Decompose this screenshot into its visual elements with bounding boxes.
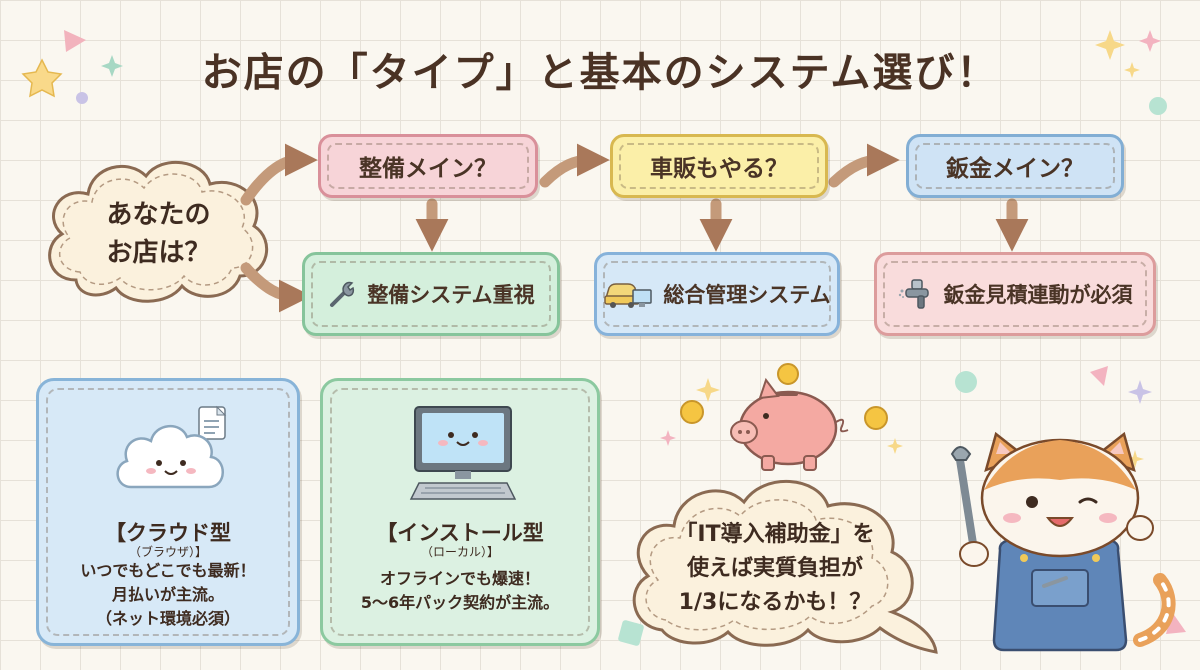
start-question: あなたの お店は？	[86, 196, 231, 272]
cloud-type-heading: 【クラウド型	[105, 521, 231, 545]
sparkle-icon	[1139, 30, 1161, 52]
cloud-line-1: いつでもどこでも最新！	[80, 561, 256, 580]
install-type-heading: 【インストール型	[376, 521, 544, 545]
start-cloud-shape	[48, 160, 269, 303]
start-line-2: お店は？	[106, 238, 211, 268]
cloud-line-3: （ネット環境必須）	[95, 609, 240, 628]
result-bodywork-estimate: 鈑金見積連動が必須	[874, 252, 1156, 336]
sparkle-icon	[887, 438, 903, 454]
question-bodywork: 鈑金メイン？	[906, 134, 1124, 198]
spray-gun-icon	[898, 278, 934, 310]
page-title: お店の「タイプ」と基本のシステム選び！	[201, 50, 999, 96]
result-label: 総合管理システム	[663, 283, 831, 307]
question-car-sales: 車販もやる？	[610, 134, 828, 198]
dot-icon	[955, 371, 977, 393]
star-icon	[21, 58, 63, 98]
install-line-2: 5〜6年パック契約が主流。	[360, 593, 560, 612]
arrow-start-to-q1	[240, 143, 318, 206]
smiling-cloud-icon	[116, 405, 227, 489]
question-label: 車販もやる？	[650, 156, 788, 182]
sparkle-icon	[101, 55, 123, 77]
install-line-1: オフラインでも爆速！	[379, 569, 540, 588]
sparkle-icon	[1128, 380, 1152, 404]
piggy-bank-icon	[680, 363, 888, 471]
cloud-type-panel: 【クラウド型 （ブラウザ）】 いつでもどこでも最新！ 月払いが主流。 （ネット環…	[36, 378, 300, 646]
result-label: 鈑金見積連動が必須	[943, 283, 1133, 307]
dot-icon	[76, 92, 88, 104]
result-label: 整備システム重視	[367, 283, 535, 307]
arrow-q2-to-q3	[828, 143, 900, 188]
arrow-start-to-result1	[240, 262, 312, 313]
cloud-type-sub: （ブラウザ）】	[128, 545, 207, 559]
install-type-panel: 【インストール型 （ローカル）】 オフラインでも爆速！ 5〜6年パック契約が主流…	[320, 378, 600, 646]
speech-cloud-shape	[632, 480, 938, 654]
sparkle-icon	[1124, 62, 1140, 78]
smiling-computer-icon	[409, 406, 517, 500]
result-integrated-system: 総合管理システム	[594, 252, 840, 336]
triangle-icon	[1090, 366, 1108, 386]
cat-mechanic-mascot	[950, 431, 1176, 652]
square-icon	[618, 620, 644, 646]
sparkle-icon	[696, 378, 720, 402]
speech-line-3: 1/3になるかも！？	[678, 590, 872, 615]
speech-line-2: 使えば実質負担が	[686, 556, 863, 581]
subsidy-speech: 「IT導入補助金」を 使えば実質負担が 1/3になるかも！？	[650, 518, 900, 620]
question-maintenance: 整備メイン？	[318, 134, 538, 198]
question-label: 鈑金メイン？	[946, 156, 1084, 182]
sparkle-icon	[1126, 450, 1144, 468]
dot-icon	[1149, 97, 1167, 115]
speech-line-1: 「IT導入補助金」を	[675, 522, 875, 547]
triangle-icon	[64, 30, 86, 52]
wrench-icon	[327, 279, 357, 309]
start-line-1: あなたの	[106, 200, 211, 230]
cloud-line-2: 月払いが主流。	[111, 585, 224, 604]
arrow-q1-to-q2	[539, 143, 610, 188]
result-maintenance-system: 整備システム重視	[302, 252, 560, 336]
question-label: 整備メイン？	[359, 156, 497, 182]
sparkle-icon	[1095, 30, 1125, 60]
sparkle-icon	[660, 430, 676, 446]
install-type-sub: （ローカル）】	[420, 545, 499, 559]
car-computer-icon	[603, 278, 653, 310]
